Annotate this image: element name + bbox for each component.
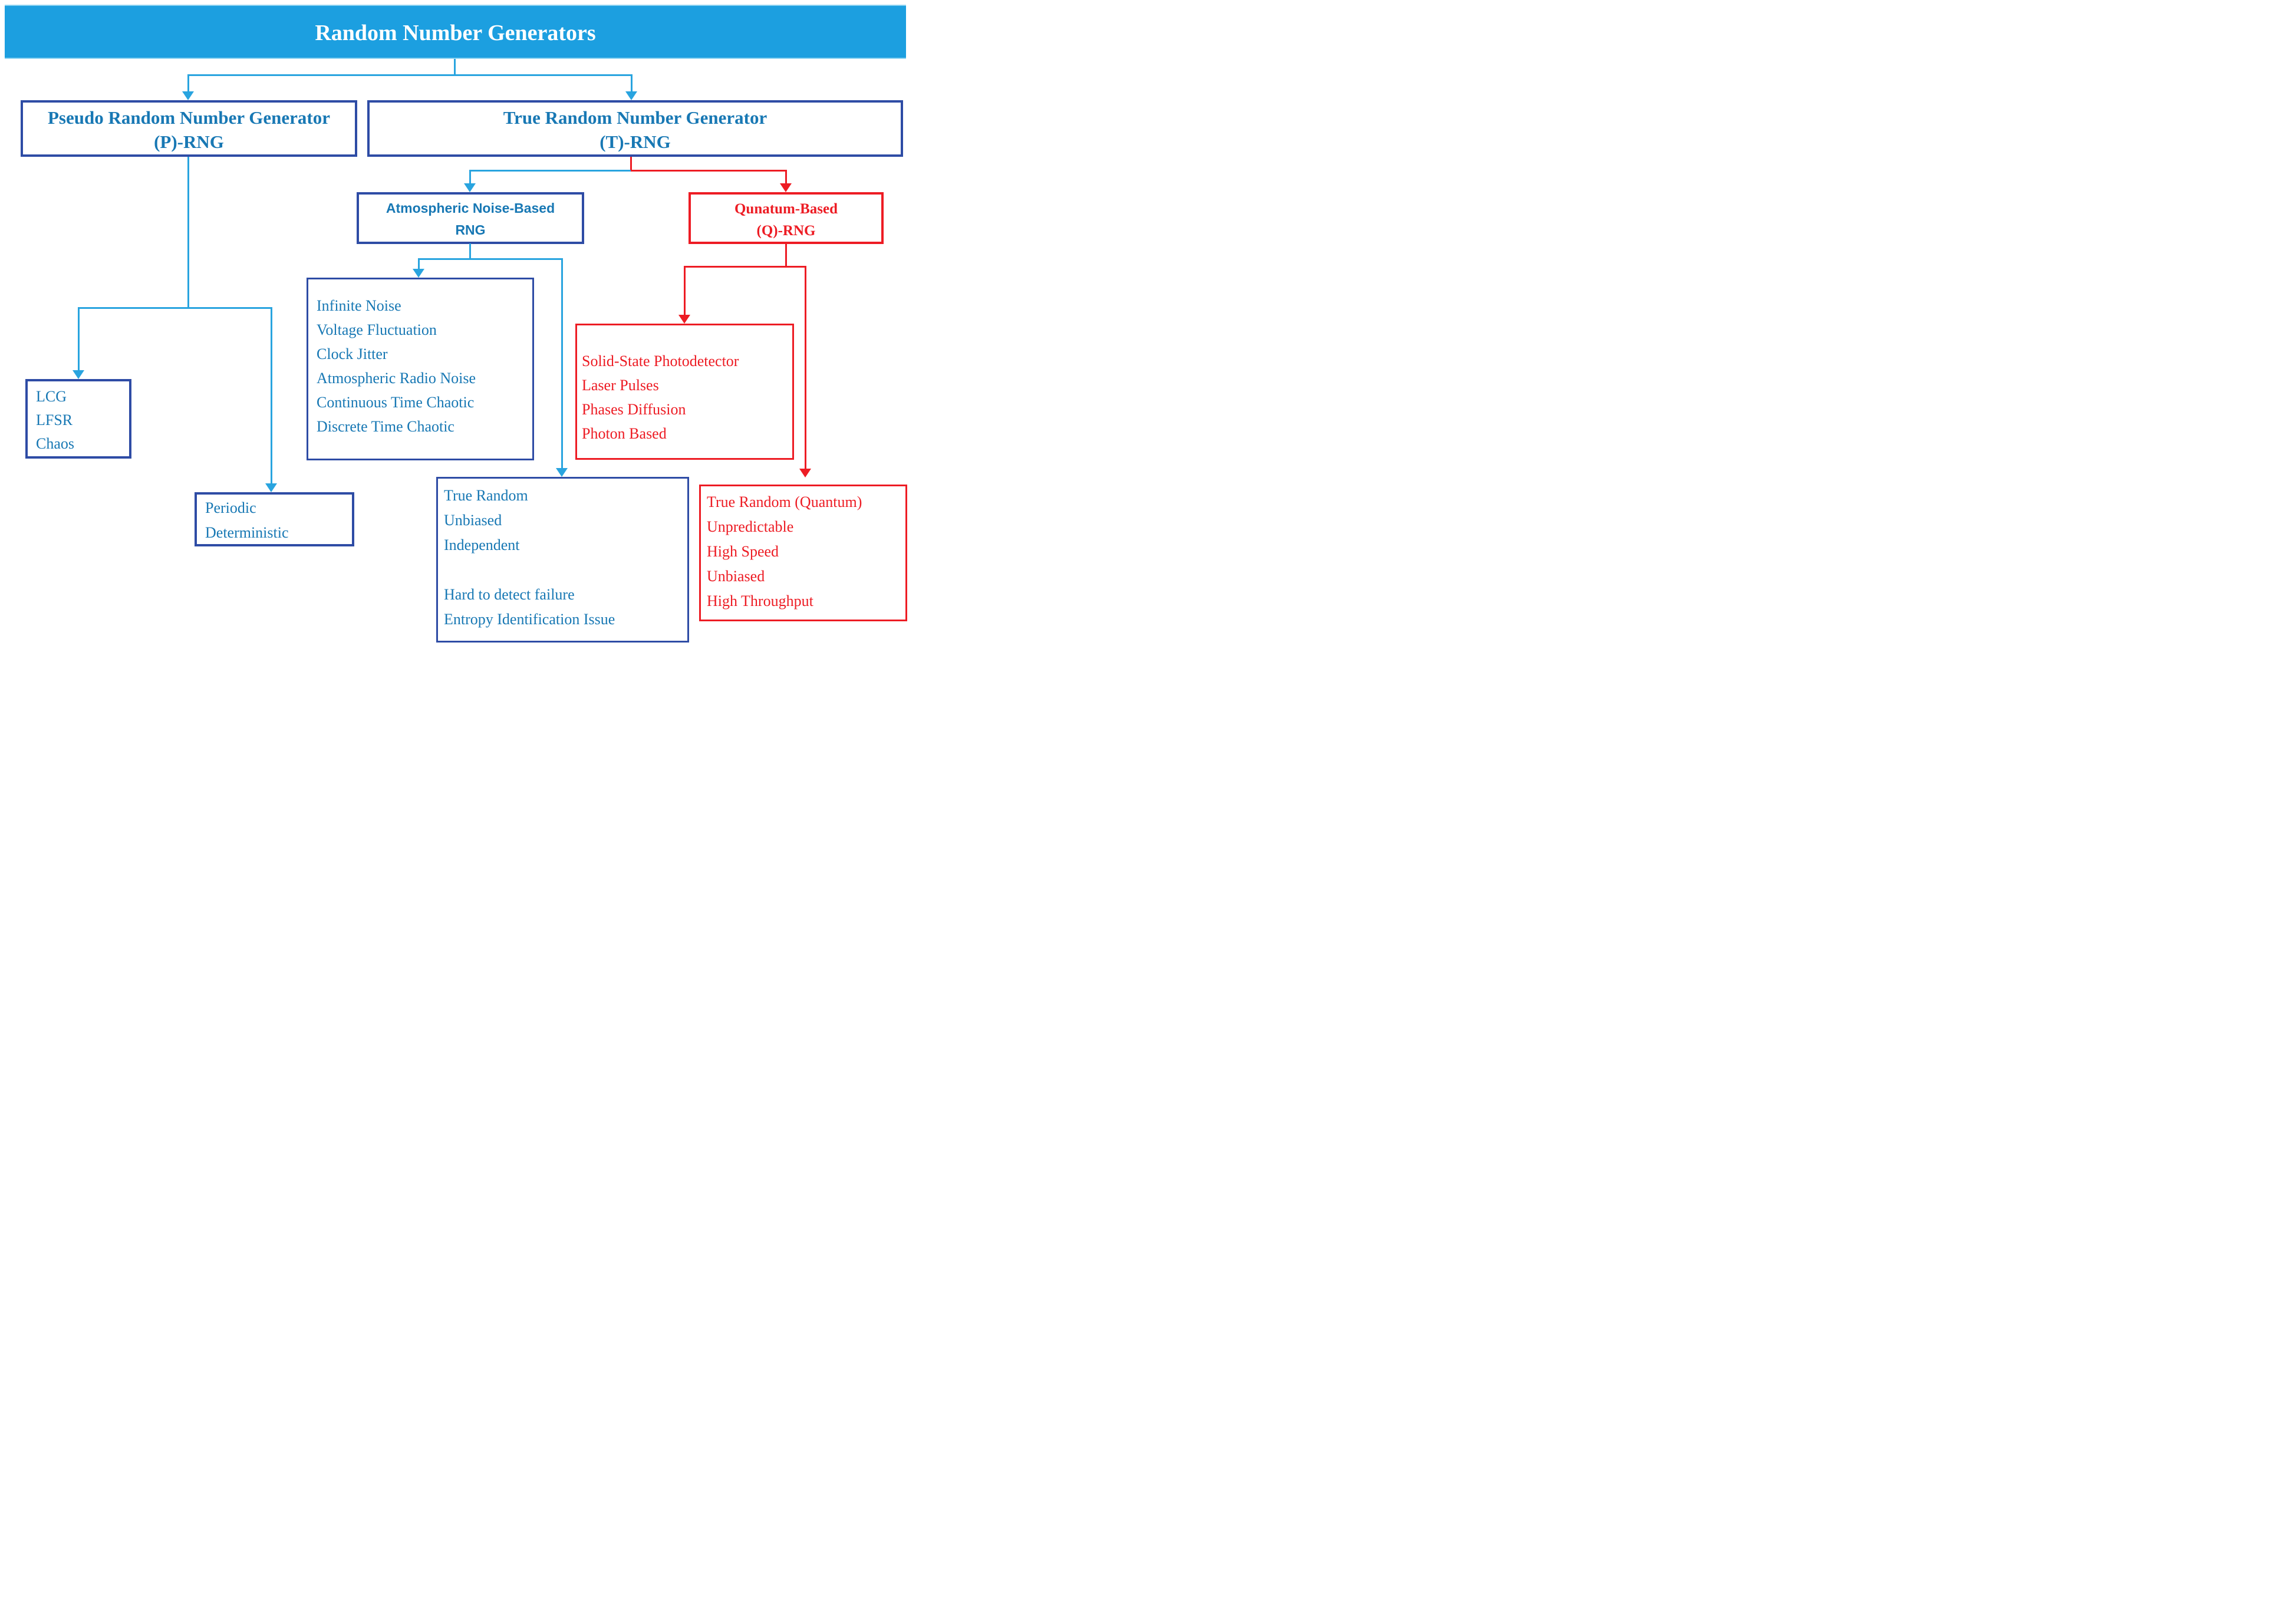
list-item: Unbiased <box>707 568 765 585</box>
connector-trng-split-left <box>469 170 631 172</box>
list-item: Discrete Time Chaotic <box>317 418 454 435</box>
list-item: True Random (Quantum) <box>707 493 862 510</box>
connector-to-quantum-sources <box>684 266 686 316</box>
arrow-down-icon <box>265 483 277 492</box>
node-atmospheric-rng: Atmospheric Noise-Based RNG <box>357 192 584 244</box>
rng-taxonomy-diagram: Random Number Generators Pseudo Random N… <box>0 0 911 645</box>
connector-to-prng-algorithms <box>78 307 80 371</box>
connector-prng-stem <box>187 157 189 307</box>
node-prng: Pseudo Random Number Generator (P)-RNG <box>21 100 357 157</box>
connector-to-prng-properties <box>271 307 272 485</box>
arrow-down-icon <box>678 315 690 324</box>
connector-to-prng <box>187 74 189 93</box>
list-item: LFSR <box>36 411 73 429</box>
connector-title-split <box>187 74 632 76</box>
list-item: Phases Diffusion <box>582 401 686 418</box>
list-item: Continuous Time Chaotic <box>317 394 475 411</box>
connector-to-qrng-properties <box>805 266 806 470</box>
connector-atmospheric-split <box>418 258 563 260</box>
list-item: Solid-State Photodetector <box>582 352 739 370</box>
page-title: Random Number Generators <box>5 5 906 59</box>
node-atmospheric-title-line2: RNG <box>455 222 486 238</box>
list-item: Clock Jitter <box>317 345 388 363</box>
connector-trng-split-right <box>631 170 786 172</box>
connector-to-quantum <box>785 170 787 185</box>
list-item: Hard to detect failure <box>444 586 575 603</box>
list-item: Voltage Fluctuation <box>317 321 437 338</box>
list-item: Atmospheric Radio Noise <box>317 370 476 387</box>
arrow-down-icon <box>799 469 811 477</box>
list-item: Entropy Identification Issue <box>444 611 615 628</box>
list-item: Photon Based <box>582 425 667 442</box>
node-prng-title-line1: Pseudo Random Number Generator <box>47 107 331 128</box>
arrow-down-icon <box>780 183 792 192</box>
arrow-down-icon <box>464 183 476 192</box>
list-item <box>444 558 687 582</box>
arrow-down-icon <box>556 468 568 477</box>
connector-atmospheric-stem <box>469 243 471 258</box>
list-item: Independent <box>444 536 520 554</box>
connector-quantum-split <box>684 266 806 268</box>
node-trng: True Random Number Generator (T)-RNG <box>367 100 903 157</box>
arrow-down-icon <box>625 91 637 100</box>
connector-to-atmospheric-sources <box>418 258 420 270</box>
list-item: Chaos <box>36 435 74 452</box>
connector-prng-split <box>78 307 272 309</box>
connector-quantum-stem <box>785 243 787 266</box>
node-trng-title-line1: True Random Number Generator <box>503 107 767 128</box>
arrow-down-icon <box>413 269 424 278</box>
node-prng-algorithms: LCG LFSR Chaos <box>25 379 131 459</box>
node-quantum-title-line1: Qunatum-Based <box>734 201 838 217</box>
arrow-down-icon <box>73 370 84 379</box>
arrow-down-icon <box>182 91 194 100</box>
list-item: Infinite Noise <box>317 297 401 314</box>
node-quantum-rng: Qunatum-Based (Q)-RNG <box>689 192 884 244</box>
node-atmospheric-title-line1: Atmospheric Noise-Based <box>386 200 555 216</box>
node-quantum-title-line2: (Q)-RNG <box>756 223 816 239</box>
prng-algorithms-list: LCG LFSR Chaos <box>28 381 129 456</box>
list-item: Deterministic <box>205 524 289 541</box>
list-item: Periodic <box>205 499 256 516</box>
connector-trng-stem <box>630 157 632 170</box>
list-item: Unpredictable <box>707 518 794 535</box>
connector-to-trng <box>631 74 633 93</box>
connector-to-atmospheric <box>469 170 471 185</box>
list-item: True Random <box>444 487 528 504</box>
node-prng-title-line2: (P)-RNG <box>154 131 224 152</box>
list-item: High Speed <box>707 543 779 560</box>
list-item: High Throughput <box>707 592 813 610</box>
list-item: Laser Pulses <box>582 377 659 394</box>
node-trng-title-line2: (T)-RNG <box>599 131 671 152</box>
list-item: LCG <box>36 388 67 405</box>
list-item: Unbiased <box>444 512 502 529</box>
connector-title-stem <box>454 59 456 74</box>
connector-to-trng-properties <box>561 258 563 469</box>
